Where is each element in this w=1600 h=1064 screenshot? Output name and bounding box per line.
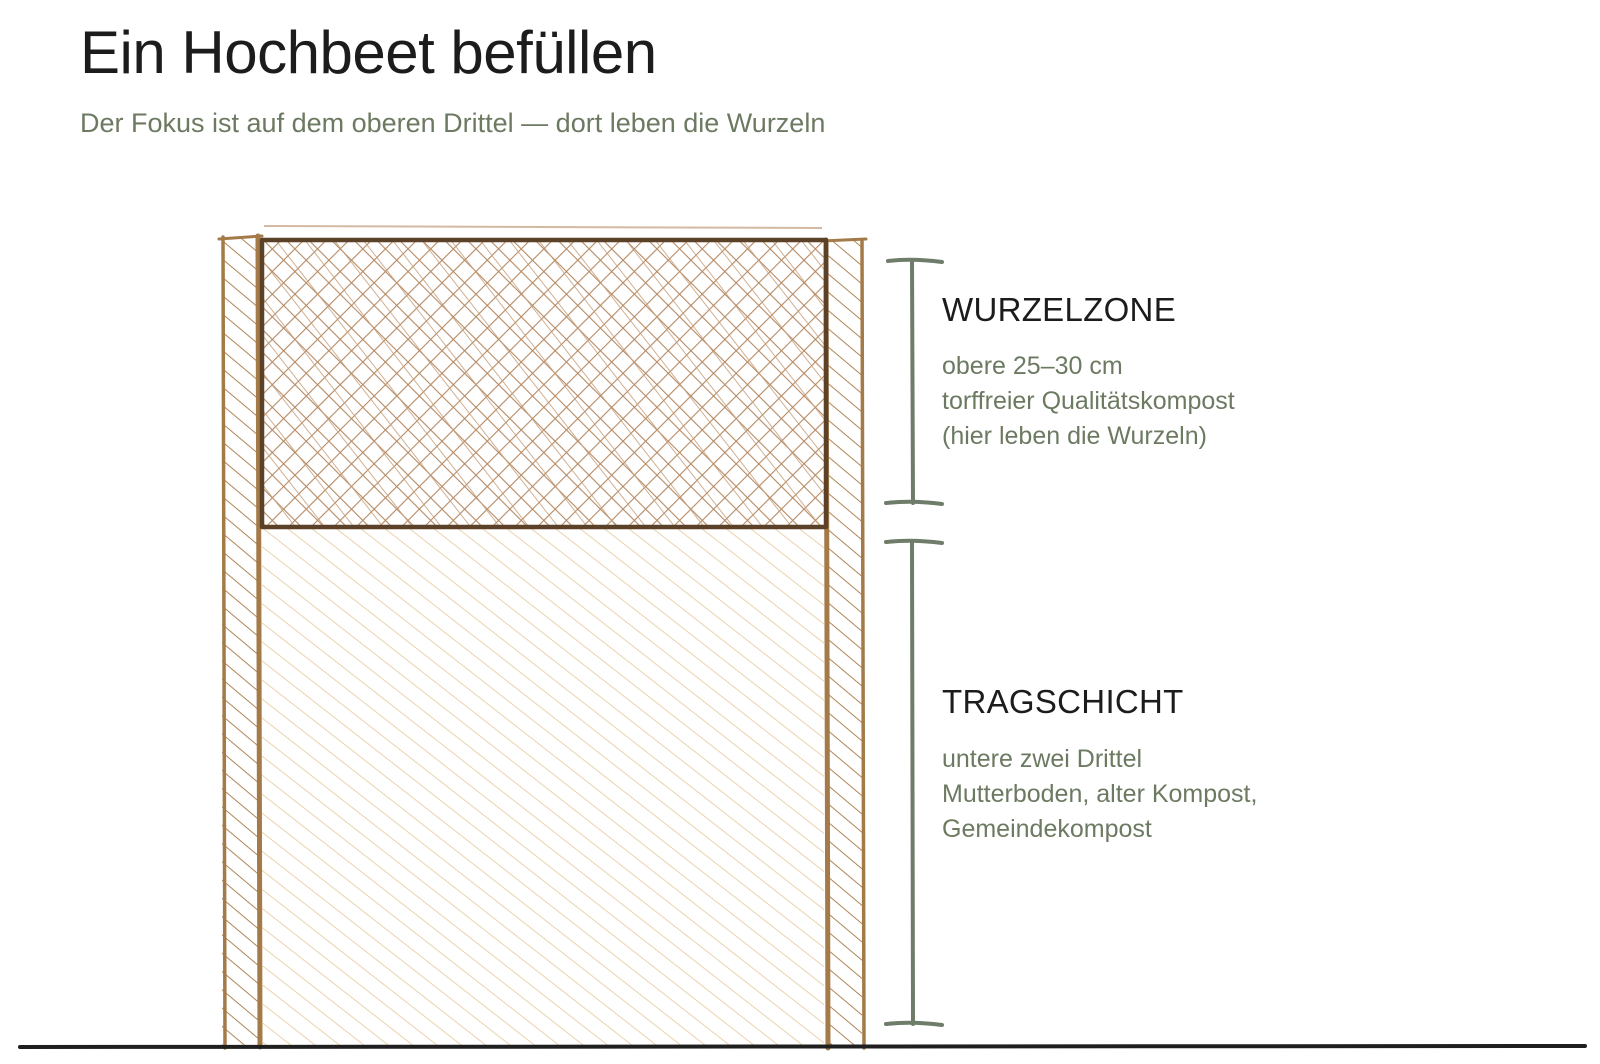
ground-line [18,1044,1587,1049]
base-layer-label: TRAGSCHICHT [942,683,1184,720]
base-layer-line: Gemeindekompost [942,815,1152,843]
base-layer-description: untere zwei Drittel Mutterboden, alter K… [942,742,1257,847]
base-layer-line: Mutterboden, alter Kompost, [942,780,1258,808]
root-zone-line: torffreier Qualitätskompost [942,387,1235,415]
root-zone-bracket [884,257,944,506]
bed-wall-left [217,233,264,1050]
base-layer-line: untere zwei Drittel [942,745,1143,773]
page-title: Ein Hochbeet befüllen [80,19,657,86]
bed-wall-right [820,237,868,1051]
root-zone-label: WURZELZONE [942,291,1176,328]
root-zone-line: (hier leben die Wurzeln) [942,422,1207,450]
base-layer-bracket [884,538,944,1027]
page-subtitle: Der Fokus ist auf dem oberen Drittel — d… [80,108,826,138]
base-layer-fill [262,528,824,1046]
root-zone-description: obere 25–30 cm torffreier Qualitätskompo… [942,349,1235,454]
root-zone-fill [259,225,829,530]
root-zone-line: obere 25–30 cm [942,352,1123,380]
